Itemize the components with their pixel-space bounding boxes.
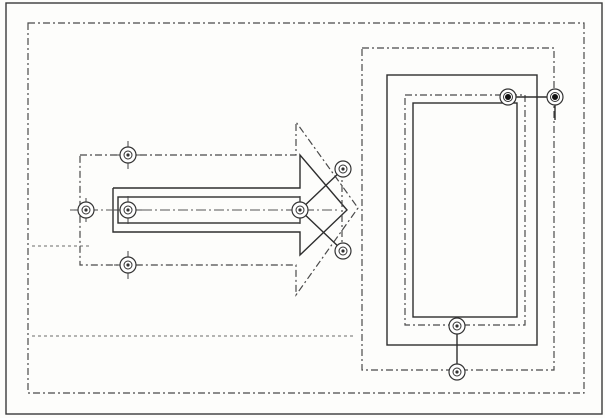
arrow-tip-line-top xyxy=(299,169,343,211)
marker-box-bottom-b xyxy=(448,363,466,381)
box-middle xyxy=(386,74,538,346)
box-inner-solid xyxy=(412,102,518,318)
marker-box-top-right-b xyxy=(546,88,564,106)
marker-left-end xyxy=(74,198,98,222)
arrow-middle-outline xyxy=(112,153,348,257)
inner-border xyxy=(27,22,585,394)
box-inner-dashed xyxy=(404,94,526,326)
marker-box-top-right-a xyxy=(499,88,517,106)
arrow-tip-line-bottom xyxy=(299,209,343,251)
marker-arrow-mid xyxy=(286,196,314,224)
marker-box-bottom-a xyxy=(448,317,466,335)
marker-arrow-bottom xyxy=(114,251,142,279)
outer-frame xyxy=(5,2,603,415)
marker-arrow-tip-top xyxy=(334,160,352,178)
marker-arrow-tip-bottom xyxy=(334,242,352,260)
marker-arrow-top xyxy=(114,141,142,169)
marker-arrow-center xyxy=(114,196,142,224)
